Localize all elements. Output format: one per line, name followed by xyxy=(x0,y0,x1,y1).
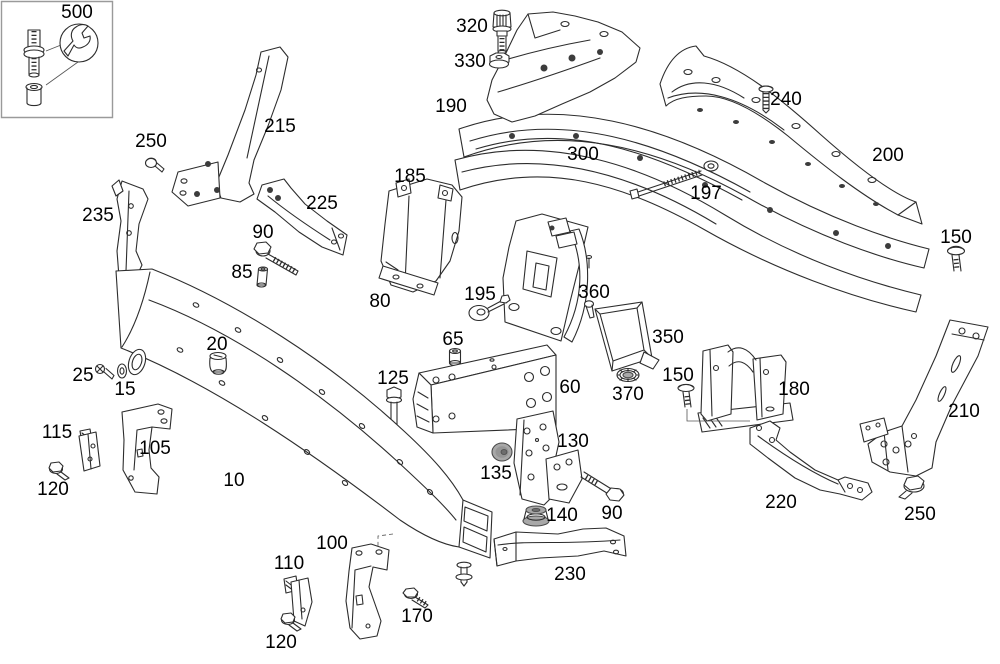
part-120-bottom-screw xyxy=(281,613,301,631)
part-105-bracket xyxy=(122,404,172,494)
push-clip xyxy=(456,562,472,586)
part-230-rail xyxy=(494,528,626,566)
part-10-bumper-beam xyxy=(116,269,492,558)
part-label-20: 20 xyxy=(206,334,228,355)
part-label-230: 230 xyxy=(554,564,586,585)
part-115-bracket xyxy=(79,429,100,471)
part-label-300: 300 xyxy=(567,144,599,165)
part-360-screw xyxy=(585,301,595,318)
part-label-225: 225 xyxy=(306,193,338,214)
part-80-185-bracket xyxy=(379,179,462,295)
part-200-undertray xyxy=(660,46,922,224)
part-label-150-top: 150 xyxy=(940,227,972,248)
part-20-nut xyxy=(210,353,227,375)
part-label-197: 197 xyxy=(690,183,722,204)
part-label-80: 80 xyxy=(369,291,391,312)
part-225-bracket xyxy=(257,179,347,255)
part-150-top-screw xyxy=(948,246,965,271)
part-90-bottom-bolt xyxy=(581,472,624,501)
part-label-250-left: 250 xyxy=(135,131,167,152)
part-label-100: 100 xyxy=(316,533,348,554)
part-180-bracket xyxy=(698,345,793,432)
part-label-235: 235 xyxy=(82,205,114,226)
part-label-190: 190 xyxy=(435,96,467,117)
part-label-60: 60 xyxy=(559,377,581,398)
part-label-150-mid: 150 xyxy=(662,365,694,386)
part-label-125: 125 xyxy=(377,368,409,389)
part-label-195: 195 xyxy=(464,284,496,305)
part-label-65: 65 xyxy=(442,329,464,350)
part-label-130: 130 xyxy=(557,431,589,452)
part-150-mid-screw xyxy=(678,384,750,421)
part-300-support xyxy=(455,114,929,342)
part-label-170: 170 xyxy=(401,606,433,627)
part-250-bottom-screw xyxy=(899,476,924,499)
part-65-pin xyxy=(450,349,461,366)
part-110-bracket xyxy=(284,576,312,626)
part-label-200: 200 xyxy=(872,145,904,166)
part-label-250-bottom: 250 xyxy=(904,504,936,525)
part-label-210: 210 xyxy=(948,401,980,422)
part-330-flange-nut xyxy=(490,53,510,68)
part-label-500: 500 xyxy=(61,2,93,23)
part-label-350: 350 xyxy=(652,327,684,348)
part-197-long-bolt xyxy=(630,161,718,199)
part-label-330: 330 xyxy=(454,51,486,72)
part-25-screw xyxy=(96,365,115,380)
part-90-left-bolt xyxy=(254,242,298,275)
part-label-10: 10 xyxy=(223,470,245,491)
part-label-360: 360 xyxy=(578,282,610,303)
part-350-box xyxy=(595,302,659,371)
part-label-140: 140 xyxy=(546,505,578,526)
part-220-brace xyxy=(750,421,872,500)
part-label-370: 370 xyxy=(612,384,644,405)
part-label-90-left: 90 xyxy=(252,222,274,243)
part-140-bushing xyxy=(523,506,549,526)
part-label-320: 320 xyxy=(456,16,488,37)
part-label-25: 25 xyxy=(72,365,94,386)
part-label-120-left: 120 xyxy=(37,479,69,500)
part-195-washer-bolt xyxy=(469,295,510,321)
part-85-spacer xyxy=(257,267,268,287)
part-label-215: 215 xyxy=(264,116,296,137)
wrench-icon xyxy=(60,24,98,62)
part-label-110: 110 xyxy=(273,553,305,574)
part-label-185: 185 xyxy=(394,166,426,187)
stud-bolt-icon xyxy=(24,30,44,77)
part-60-plate xyxy=(413,345,556,433)
part-label-105: 105 xyxy=(139,438,171,459)
part-label-15: 15 xyxy=(114,379,136,400)
socket-bolt-icon xyxy=(26,84,42,106)
part-label-180: 180 xyxy=(778,379,810,400)
inset-box-500 xyxy=(2,2,113,118)
part-215-strut xyxy=(172,47,288,206)
part-15-washer xyxy=(118,364,127,378)
part-label-90-bottom: 90 xyxy=(601,503,623,524)
part-100-bracket xyxy=(346,544,389,639)
part-210-bracket xyxy=(860,320,988,476)
part-240-screw xyxy=(759,86,773,113)
part-120-left-screw xyxy=(49,462,69,480)
part-190-cover xyxy=(487,12,640,122)
part-130-bracket xyxy=(514,411,582,505)
part-label-240: 240 xyxy=(770,89,802,110)
part-320-cap-bolt xyxy=(493,10,511,53)
part-135-grommet xyxy=(492,443,512,461)
part-250-left-screw xyxy=(146,158,165,172)
part-label-220: 220 xyxy=(765,492,797,513)
part-label-115: 115 xyxy=(41,422,73,443)
part-170-screw xyxy=(403,588,428,608)
part-label-135: 135 xyxy=(480,463,512,484)
part-label-120-bottom: 120 xyxy=(265,632,297,653)
part-label-85: 85 xyxy=(231,262,253,283)
part-370-ring xyxy=(617,369,639,382)
